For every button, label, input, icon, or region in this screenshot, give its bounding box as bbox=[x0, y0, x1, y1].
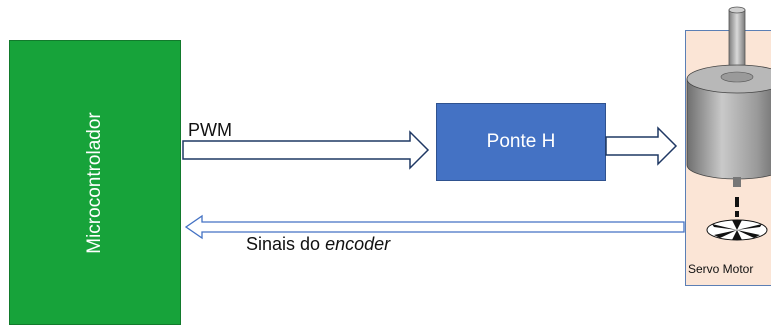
encoder-label-italic: encoder bbox=[325, 234, 391, 254]
pwm-arrow bbox=[182, 130, 430, 170]
encoder-feedback-arrow bbox=[184, 214, 685, 240]
servo-motor-label: Servo Motor bbox=[688, 262, 754, 276]
servo-motor-icon bbox=[686, 6, 771, 217]
pwm-label: PWM bbox=[188, 120, 232, 140]
bridge-to-servo-arrow bbox=[605, 126, 678, 166]
encoder-label-prefix: Sinais do bbox=[246, 234, 326, 254]
microcontroller-block: Microcontrolador bbox=[9, 40, 181, 325]
encoder-signals-label: Sinais do encoder bbox=[246, 234, 390, 255]
h-bridge-label: Ponte H bbox=[486, 131, 556, 152]
h-bridge-block: Ponte H bbox=[436, 103, 606, 181]
encoder-disk-icon bbox=[706, 219, 768, 241]
